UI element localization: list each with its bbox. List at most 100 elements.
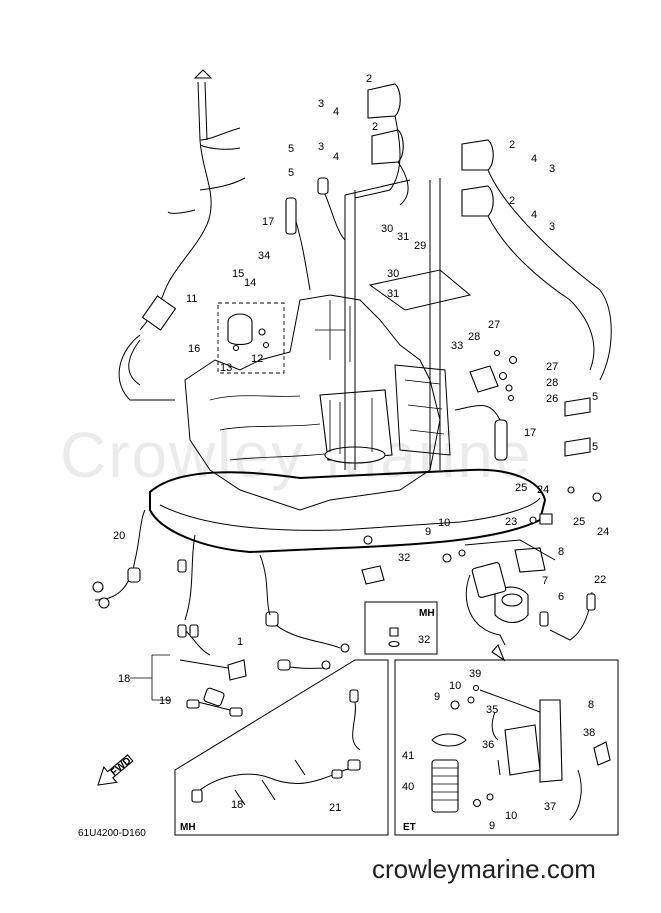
callout: 6 — [558, 591, 564, 603]
callout: 8 — [588, 699, 594, 711]
callout: 1 — [237, 636, 243, 648]
ignition-coil-2 — [371, 129, 404, 165]
engine-block — [184, 294, 441, 511]
callout: 23 — [505, 516, 517, 528]
callout: 25 — [515, 482, 527, 494]
callout: 8 — [558, 546, 564, 558]
callout: 30 — [387, 268, 399, 280]
callout: 9 — [434, 691, 440, 703]
ignition-coil-3 — [461, 139, 494, 171]
clamp-32 — [361, 565, 385, 585]
callout: 5 — [592, 441, 598, 453]
callout: 5 — [288, 167, 294, 179]
callout: 17 — [524, 427, 536, 439]
starter-motor — [319, 389, 393, 461]
callout: 32 — [398, 552, 410, 564]
callout: 3 — [549, 221, 555, 233]
engine-linework — [92, 69, 612, 717]
callout: 39 — [469, 668, 481, 680]
callout: 10 — [505, 810, 517, 822]
callout: 28 — [468, 331, 480, 343]
callout: 4 — [333, 106, 339, 118]
callout: 2 — [509, 139, 515, 151]
callout: 10 — [438, 517, 450, 529]
diagram-code: 61U4200-D160 — [78, 828, 146, 839]
callout: 28 — [546, 377, 558, 389]
callout: 22 — [594, 574, 606, 586]
callout: 26 — [546, 393, 558, 405]
callout: 5 — [592, 391, 598, 403]
bracket-33 — [469, 365, 499, 393]
callout: 15 — [232, 268, 244, 280]
footer-url[interactable]: crowleymarine.com — [372, 854, 596, 884]
electrical-bracket — [394, 364, 451, 456]
plug-cap-2 — [564, 437, 591, 457]
callout: 2 — [509, 195, 515, 207]
callout: 27 — [488, 319, 500, 331]
callout: 29 — [414, 240, 426, 252]
callout: 2 — [372, 121, 378, 133]
callout: 25 — [573, 516, 585, 528]
callout: 10 — [449, 680, 461, 692]
callout: 35 — [486, 704, 498, 716]
plate-8-et — [539, 699, 563, 783]
mh-harness — [199, 764, 361, 791]
callout: 4 — [531, 209, 537, 221]
spring-40 — [431, 759, 459, 813]
inset-mh-large-tag: MH — [180, 822, 196, 833]
inset-mh-small: MH — [364, 601, 438, 655]
callouts: 2 3 4 2 3 4 2 4 3 2 4 3 5 5 17 30 31 29 … — [113, 73, 609, 832]
inset-et-tag: ET — [403, 822, 416, 833]
callout: 3 — [549, 163, 555, 175]
callout: 24 — [597, 526, 609, 538]
callout: 19 — [159, 695, 171, 707]
callout: 20 — [113, 530, 125, 542]
callout: 24 — [537, 484, 549, 496]
callout: 3 — [318, 98, 324, 110]
callout: 4 — [531, 153, 537, 165]
callout: 36 — [482, 739, 494, 751]
callout: 30 — [381, 223, 393, 235]
callout: 18 — [231, 799, 243, 811]
ignition-coil-1 — [367, 83, 401, 119]
callout: 37 — [544, 801, 556, 813]
callout: 32 — [418, 634, 430, 646]
inset-mh-large: MH — [174, 659, 389, 836]
clip-1 — [227, 659, 247, 681]
plug-cap-1 — [564, 397, 591, 417]
callout: 27 — [546, 361, 558, 373]
callout: 21 — [329, 802, 341, 814]
callout: 18 — [118, 673, 130, 685]
callout: 2 — [366, 73, 372, 85]
solenoid-group-box — [217, 302, 285, 374]
ignition-coil-4 — [461, 185, 494, 217]
plate-8 — [514, 547, 546, 573]
band-41 — [431, 733, 467, 747]
callout: 9 — [425, 526, 431, 538]
callout: 7 — [542, 575, 548, 587]
callout: 41 — [402, 750, 414, 762]
inset-mh-small-tag: MH — [419, 608, 435, 619]
callout: 3 — [318, 141, 324, 153]
fwd-arrow: FWD — [97, 754, 134, 786]
callout: 5 — [288, 143, 294, 155]
bottom-cowling — [149, 468, 547, 554]
relay-7 — [471, 562, 507, 598]
callout: 14 — [244, 277, 256, 289]
callout: 40 — [402, 781, 414, 793]
coil-17-right — [494, 419, 508, 461]
callout: 13 — [220, 362, 232, 374]
callout: 11 — [186, 293, 197, 305]
callout: 16 — [188, 343, 200, 355]
callout: 33 — [451, 340, 463, 352]
callout: 9 — [489, 820, 495, 832]
callout: 17 — [262, 216, 274, 228]
callout: 31 — [397, 231, 409, 243]
watermark: Crowley Marine — [60, 419, 533, 491]
main-harness — [139, 81, 212, 331]
callout: 4 — [333, 151, 339, 163]
callout: 34 — [258, 250, 270, 262]
inset-et: ET — [394, 659, 619, 836]
callout: 12 — [251, 353, 263, 365]
